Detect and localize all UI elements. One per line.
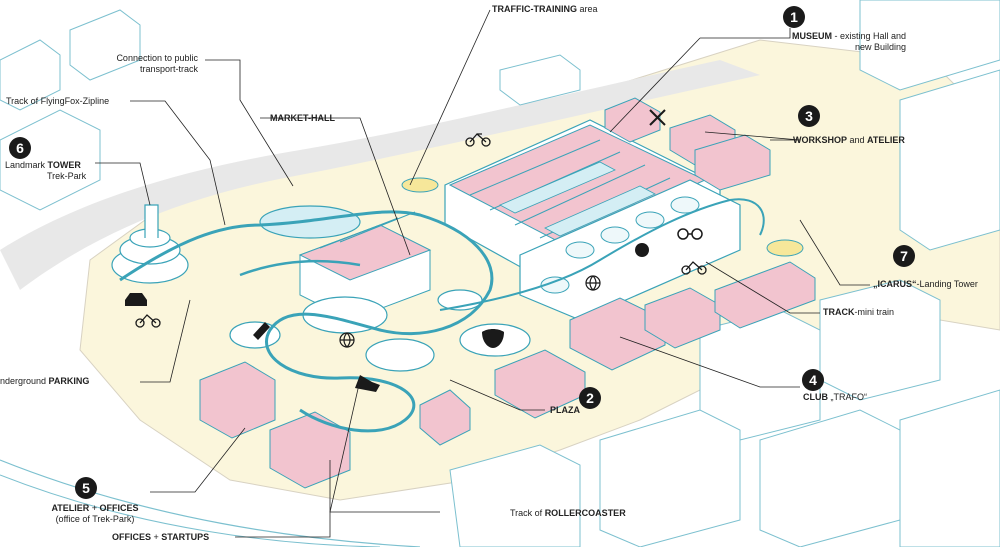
label-traffic-training: TRAFFIC-TRAINING area (492, 4, 598, 14)
label-zipline: Track of FlyingFox-Zipline (6, 96, 110, 106)
marker-3: 3 (798, 105, 820, 127)
marker-5: 5 (75, 477, 97, 499)
rollercoaster-track (119, 210, 494, 433)
leader-lines (95, 9, 870, 538)
label-rollercoaster: Track of ROLLERCOASTER (510, 508, 626, 518)
road (0, 60, 760, 290)
label-atelier-offices: ATELIER + OFFICES(office of Trek-Park) (51, 503, 139, 524)
label-club: CLUB „TRAFO“ (803, 392, 867, 402)
label-workshop: WORKSHOP and ATELIER (793, 135, 905, 145)
label-icarus: „ICARUS“-Landing Tower (873, 279, 978, 289)
club-building (569, 297, 666, 371)
wrench-icon (649, 109, 666, 126)
marker-1: 1 (783, 6, 805, 28)
mask-icon (482, 329, 504, 348)
landmark-tower (111, 204, 189, 284)
car-icon (125, 293, 147, 306)
bicycle-icon (135, 133, 707, 328)
marker-2: 2 (579, 387, 601, 409)
marker-4: 4 (802, 369, 824, 391)
skateboard-icon (253, 322, 270, 340)
figure-icon (355, 375, 380, 392)
marker-6: 6 (9, 137, 31, 159)
glasses-icon (677, 228, 703, 240)
label-track: TRACK-mini train (823, 307, 895, 317)
globe-icon (585, 275, 601, 291)
railway (0, 459, 421, 547)
marker-7: 7 (893, 245, 915, 267)
label-parking: nderground PARKING (0, 376, 90, 386)
label-market-hall: MARKET-HALL (270, 113, 335, 123)
globe-icon (339, 332, 355, 348)
robot-icon (635, 243, 649, 257)
label-plaza: PLAZA (550, 405, 580, 415)
market-hall-structure (298, 211, 432, 321)
label-offices-startups: OFFICES + STARTUPS (112, 532, 210, 542)
workshop-buildings (604, 97, 771, 191)
